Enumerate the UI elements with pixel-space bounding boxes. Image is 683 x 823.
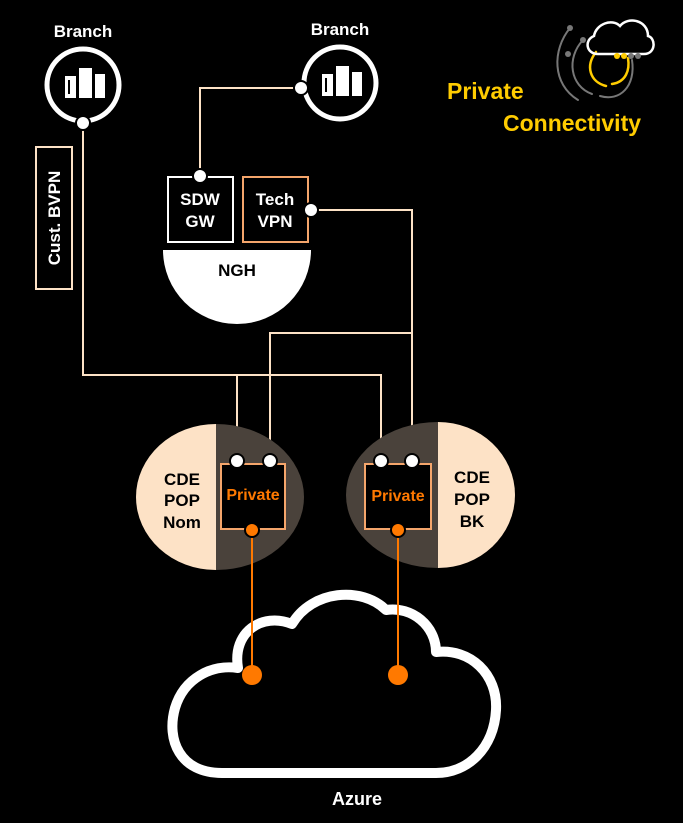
pop-bk-private-box (364, 463, 432, 530)
link-branch-right-to-sdwgw (199, 87, 300, 174)
ngh: NGH SDW GW Tech VPN (163, 168, 319, 324)
building-icon (322, 66, 362, 96)
pop-bk-line1: CDE (454, 468, 490, 487)
pop-nom-line3: Nom (163, 513, 201, 532)
branch-left-label: Branch (54, 22, 113, 41)
pop-nom-private-box (220, 463, 286, 530)
logo-line2: Connectivity (503, 110, 641, 136)
building-icon (65, 68, 105, 98)
cloud-outline-icon (167, 589, 502, 778)
azure-label: Azure (332, 789, 382, 809)
branch-right-label: Branch (311, 20, 370, 39)
pop-nom-left-half (136, 424, 216, 570)
private-connectivity-logo: Private Connectivity (447, 19, 655, 136)
pop-bk-right-half (438, 422, 515, 568)
pop-nom-port-2 (262, 453, 278, 469)
ngh-label: NGH (218, 261, 256, 280)
cust-bvpn-label: Cust. BVPN (45, 171, 64, 265)
link-branch-left-to-pops (82, 123, 382, 460)
logo-line1: Private (447, 78, 524, 104)
connection-lines (82, 87, 413, 460)
pop-bk-line2: POP (454, 490, 490, 509)
pop-bk-private-port (390, 522, 406, 538)
pop-bk-line3: BK (460, 512, 485, 531)
tech-vpn-port (303, 202, 319, 218)
branch-left-port (75, 115, 91, 131)
branch-right-port (293, 80, 309, 96)
sdw-gw-line1: SDW (180, 190, 221, 209)
azure-port-1 (242, 665, 262, 685)
pop-bk-port-1 (373, 453, 389, 469)
pop-nom: CDE POP Nom Private (136, 424, 304, 570)
tech-vpn-line1: Tech (256, 190, 294, 209)
pop-nom-line1: CDE (164, 470, 200, 489)
link-techvpn-to-pops (269, 209, 413, 460)
pop-nom-line2: POP (164, 491, 200, 510)
connectivity-cloud-icon (556, 19, 655, 101)
tech-vpn-box (242, 176, 309, 243)
tech-vpn-line2: VPN (258, 212, 293, 231)
azure-cloud: Azure (167, 522, 502, 809)
ngh-dome (163, 250, 311, 324)
pop-nom-private-label: Private (226, 487, 279, 504)
sdw-gw-line2: GW (185, 212, 215, 231)
branch-right: Branch (293, 20, 379, 122)
pop-bk-private-label: Private (371, 488, 424, 505)
azure-port-2 (388, 665, 408, 685)
branch-left: Branch (44, 22, 122, 131)
sdw-gw-box (167, 176, 234, 243)
cust-bvpn-box: Cust. BVPN (35, 146, 73, 290)
pop-bk-port-2 (404, 453, 420, 469)
sdw-gw-port (192, 168, 208, 184)
pop-bk: CDE POP BK Private (346, 422, 515, 568)
pop-nom-private-port (244, 522, 260, 538)
pop-nom-port-1 (229, 453, 245, 469)
